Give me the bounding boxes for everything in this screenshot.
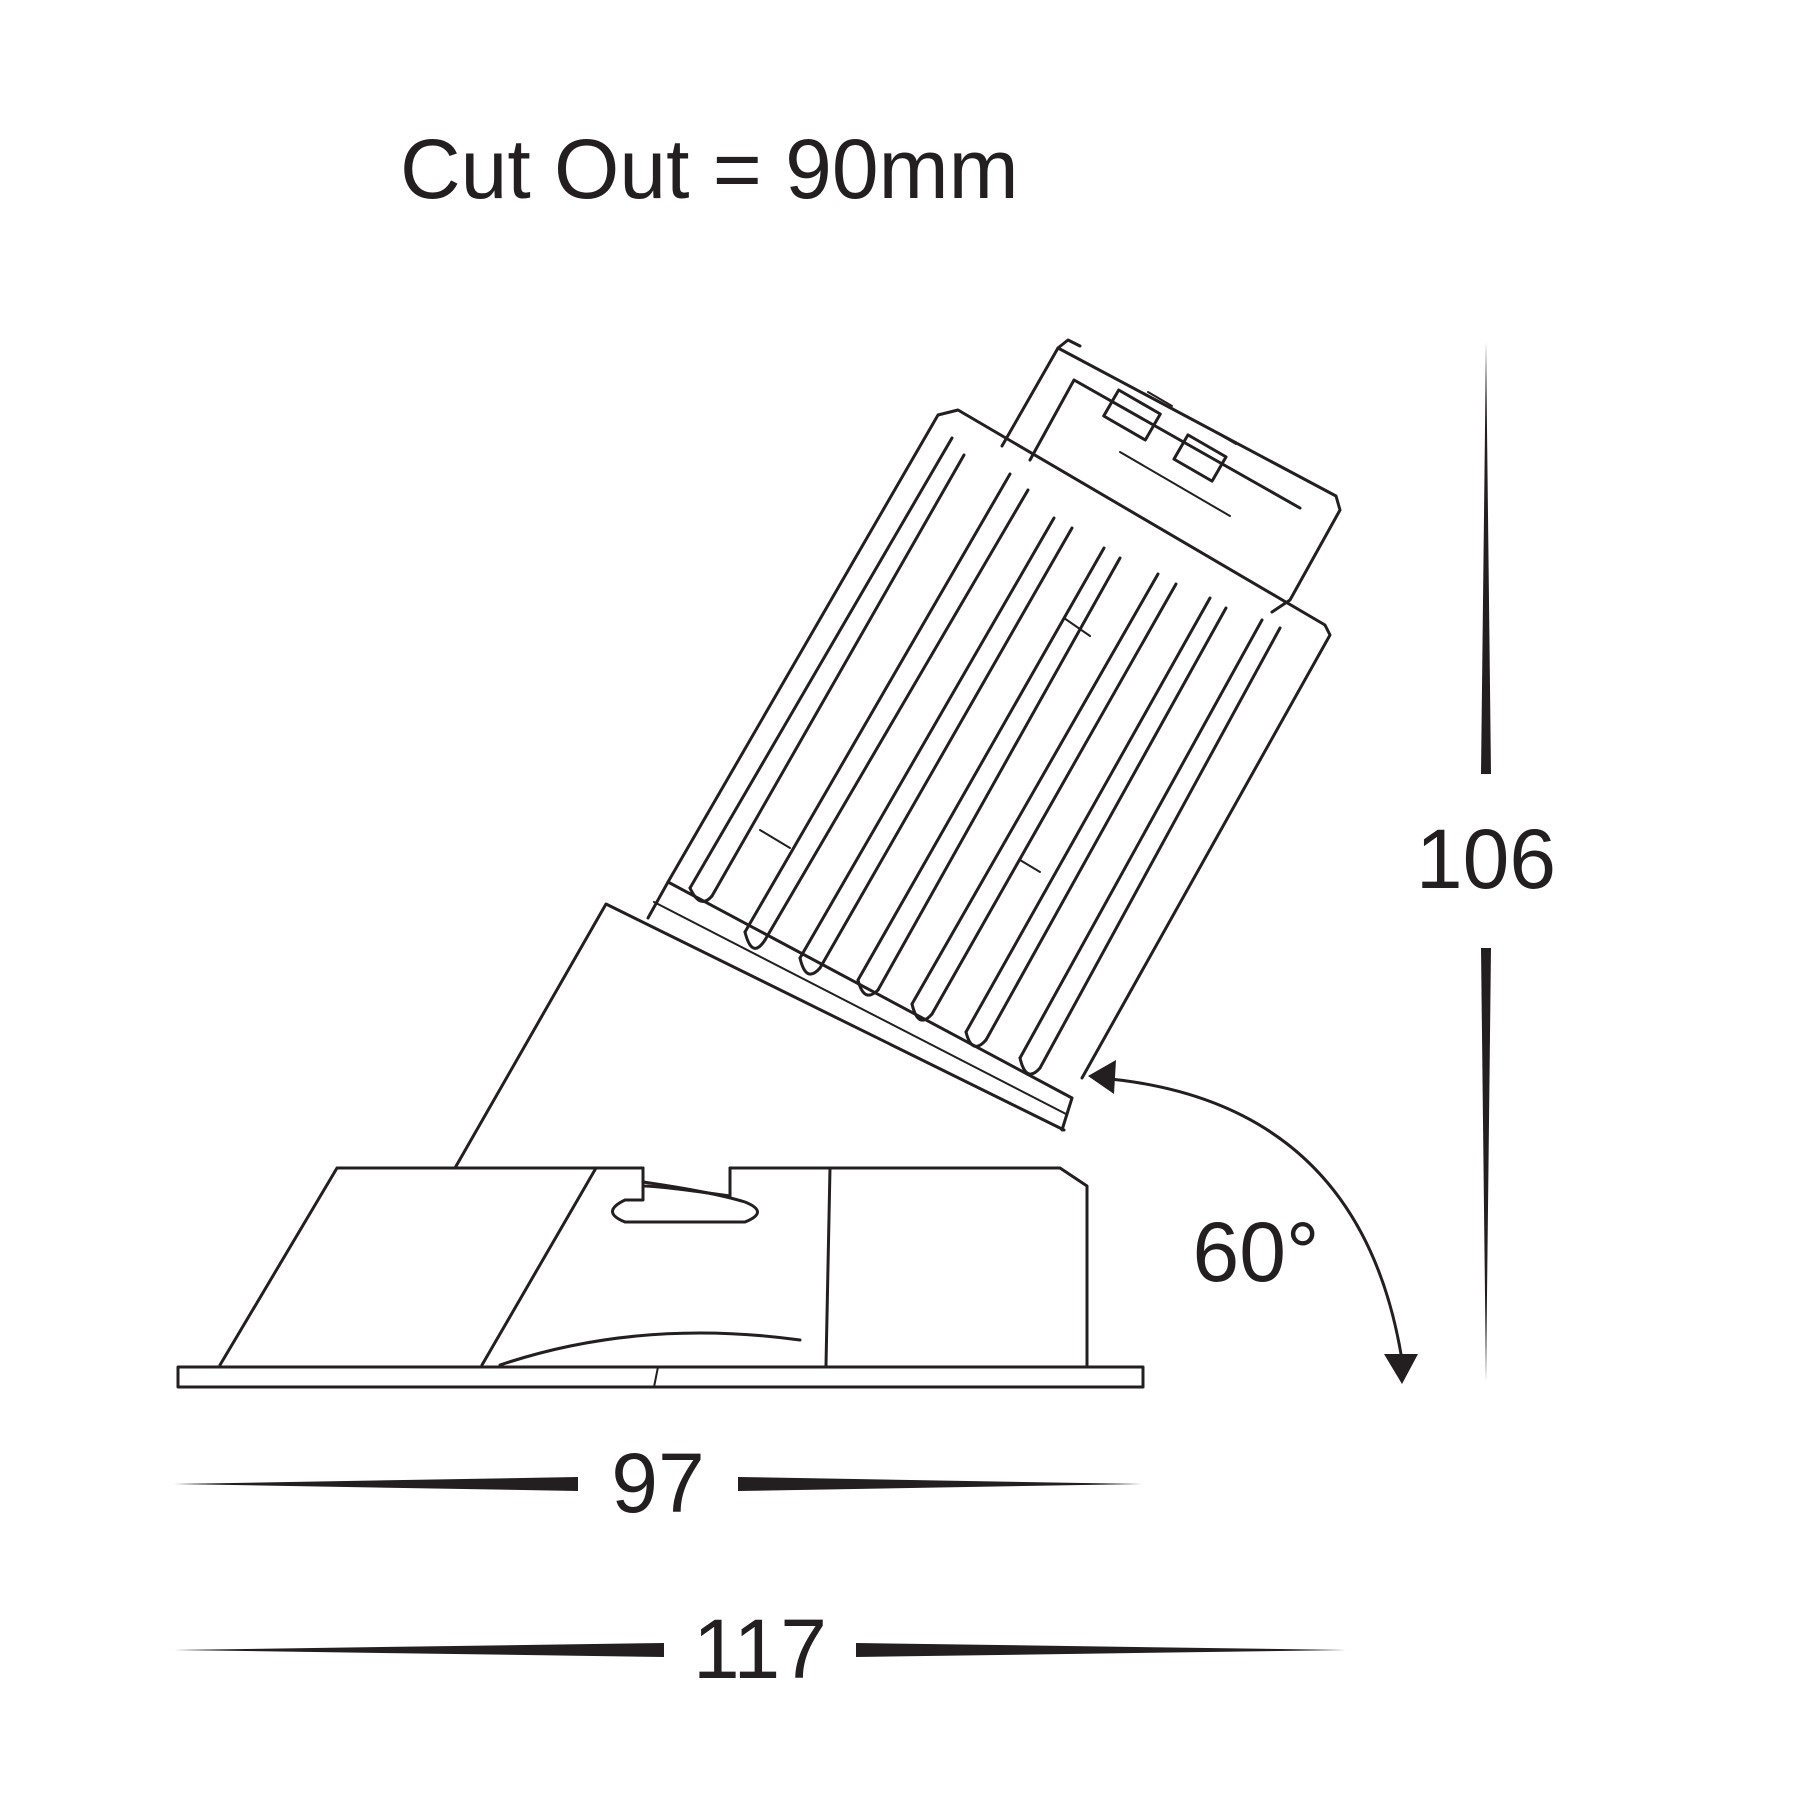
body-width-dimension-label: 97 xyxy=(611,1436,704,1530)
body-width-dimension: 97 xyxy=(174,1436,1142,1530)
housing-body xyxy=(218,1166,1089,1367)
body-width-arrow-right xyxy=(738,1477,1142,1491)
tilt-angle-label: 60° xyxy=(1192,1205,1319,1299)
total-width-dimension: 117 xyxy=(174,1602,1346,1696)
height-arrow-bottom xyxy=(1481,948,1491,1382)
luminaire-outline xyxy=(176,338,1342,1389)
cut-out-title: Cut Out = 90mm xyxy=(400,122,1019,216)
height-arrow-top xyxy=(1481,342,1491,774)
trim-plate xyxy=(176,1365,1145,1389)
body-width-arrow-left xyxy=(174,1477,578,1491)
gimbal-block xyxy=(453,880,1074,1170)
tilt-arrow-start xyxy=(1088,1060,1116,1094)
total-width-dimension-label: 117 xyxy=(693,1602,827,1696)
heat-sink xyxy=(666,408,1332,1080)
height-dimension: 106 xyxy=(1416,342,1556,1382)
total-width-arrow-left xyxy=(174,1643,664,1657)
total-width-arrow-right xyxy=(856,1643,1346,1657)
heat-sink-fins xyxy=(688,436,1282,1076)
height-dimension-label: 106 xyxy=(1416,812,1556,906)
tilt-arrow-end xyxy=(1384,1354,1418,1384)
driver-box xyxy=(1000,338,1342,614)
tilt-angle-indicator: 60° xyxy=(1088,1060,1418,1384)
